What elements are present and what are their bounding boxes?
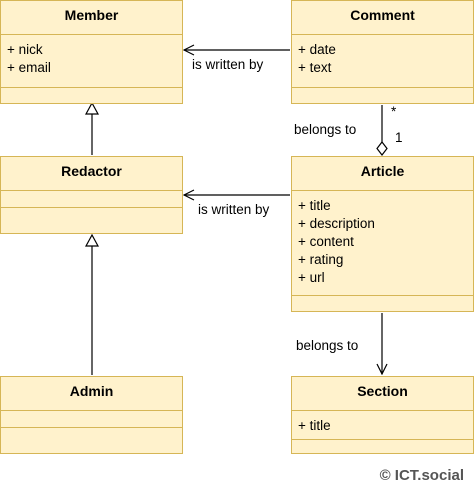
multiplicity-label: 1 [395, 130, 403, 145]
class-name: Member [64, 7, 119, 23]
attribute: + nick [7, 42, 43, 57]
attribute: + email [7, 60, 51, 75]
relation-label: belongs to [296, 338, 359, 353]
class-name: Admin [69, 383, 114, 399]
class-admin: Admin [0, 376, 183, 454]
attribute-list: + nick + email [7, 41, 178, 77]
class-name: Comment [350, 7, 415, 23]
attribute-list: + title + description + content + rating… [298, 197, 469, 287]
class-article: Article + title + description + content … [291, 156, 474, 312]
aggregation-diamond-icon [376, 141, 388, 156]
attribute: + content [298, 234, 354, 249]
attribute: + text [298, 60, 332, 75]
attribute: + url [298, 270, 325, 285]
generalization-triangle-icon [84, 101, 100, 115]
attribute-list: + date + text [298, 41, 469, 77]
class-name: Article [360, 163, 405, 179]
relation-label: is written by [192, 57, 264, 72]
attribute: + title [298, 198, 331, 213]
generalization-triangle-icon [84, 233, 100, 247]
copyright-watermark: © ICT.social [379, 467, 464, 484]
class-comment: Comment + date + text [291, 0, 474, 104]
attribute: + title [298, 418, 331, 433]
relation-label: belongs to [294, 122, 357, 137]
class-redactor: Redactor [0, 156, 183, 234]
attribute: + rating [298, 252, 344, 267]
class-name: Redactor [61, 163, 122, 179]
relation-label: is written by [198, 202, 270, 217]
attribute-list: + title [298, 417, 469, 435]
attribute: + description [298, 216, 375, 231]
class-name: Section [357, 383, 408, 399]
class-section: Section + title [291, 376, 474, 454]
class-member: Member + nick + email [0, 0, 183, 104]
multiplicity-label: * [391, 104, 397, 119]
attribute: + date [298, 42, 336, 57]
